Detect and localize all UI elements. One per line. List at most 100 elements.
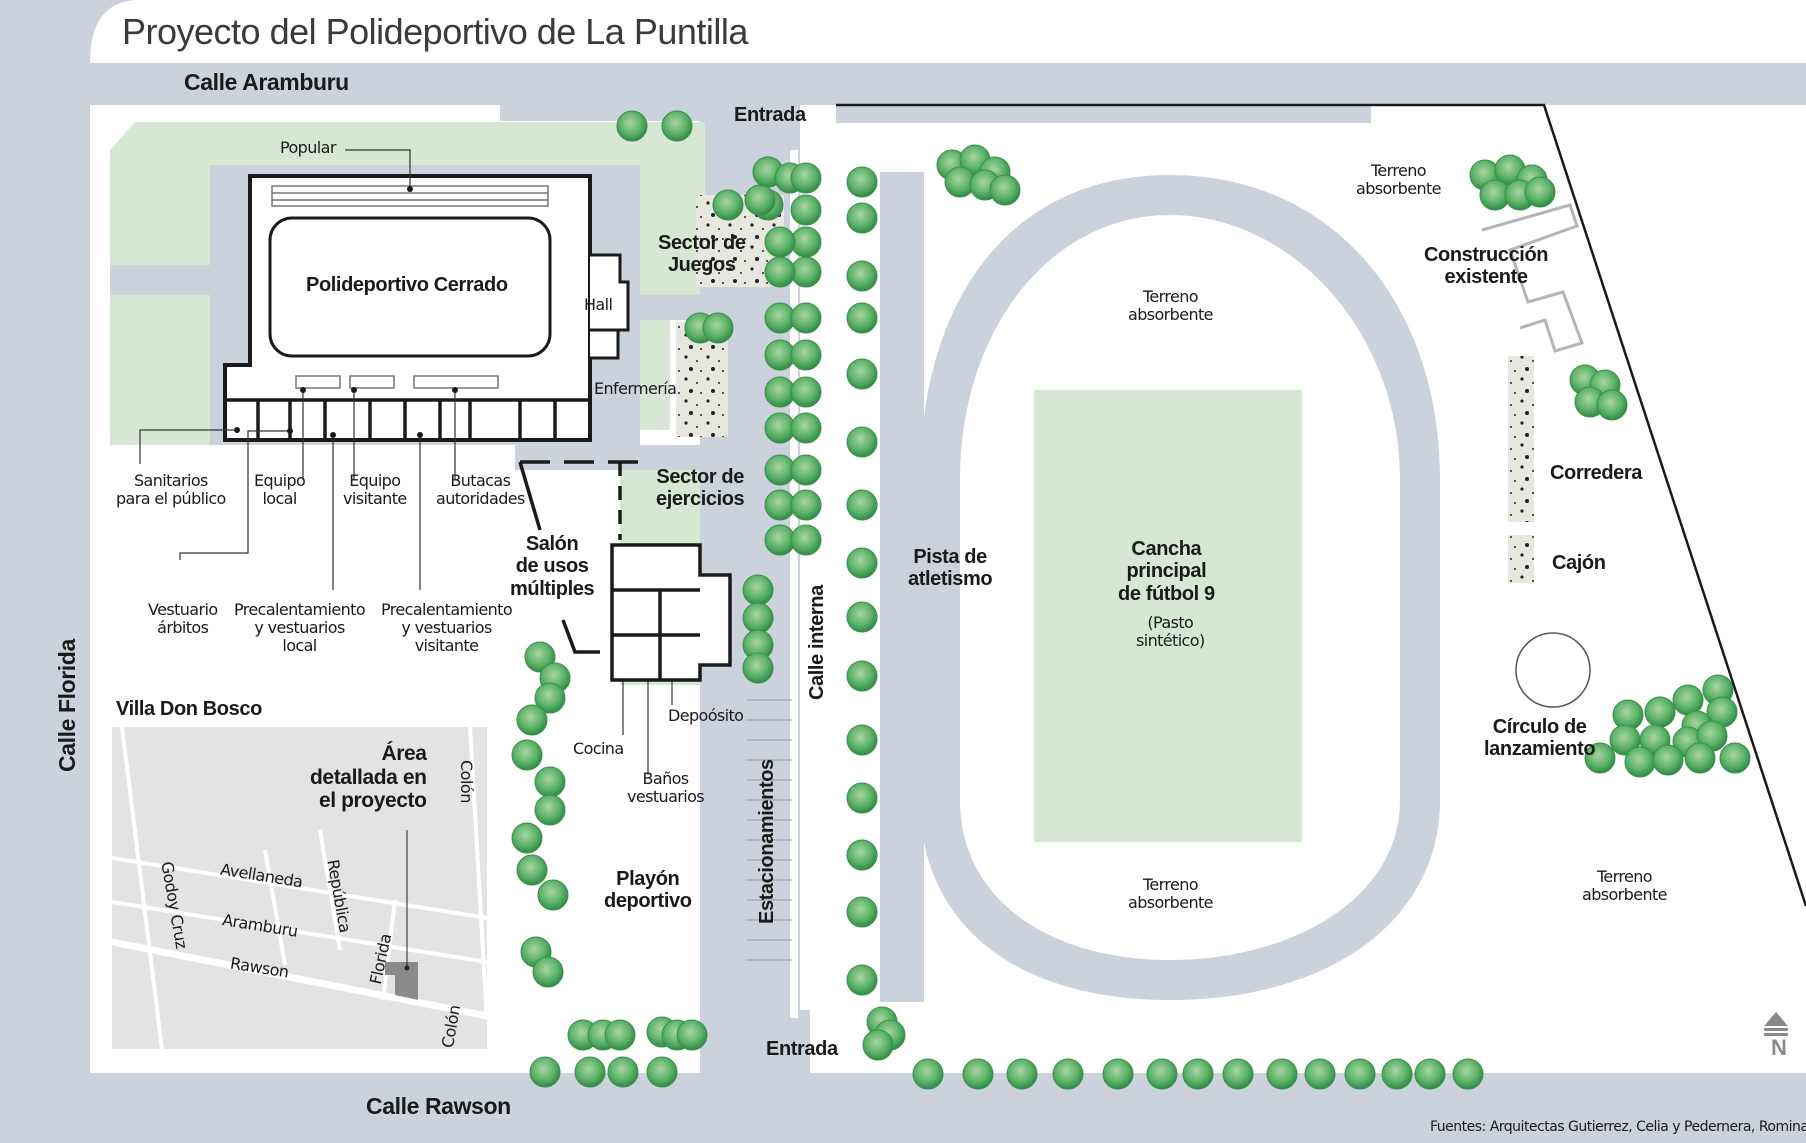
cancha-line-1: Cancha [1131,538,1202,560]
tree-icon [1719,742,1751,774]
terreno-line-1: Terreno [1596,867,1653,886]
sector-juegos-label: Sector de Juegos [658,232,746,277]
tree-icon [532,956,564,988]
tree-icon [1609,724,1641,756]
tree-icon [1414,1058,1446,1090]
tree-icon [702,312,734,344]
terreno-line-2: absorbente [1128,304,1214,324]
athletics-track-straight [880,172,924,1002]
tree-icon [607,1056,639,1088]
cancha-note: (Pasto sintético) [1136,614,1205,650]
corredera-area [1508,356,1534,522]
precal-local-line-1: Precalentamiento [234,600,366,619]
circulo-line-1: Círculo de [1492,716,1587,738]
terreno-line-2: absorbente [1356,178,1442,198]
salon-label: Salón de usos múltiples [510,533,595,600]
sector-ejercicios-line-2: ejercicios [656,488,745,511]
equipo-visitante-line-2: visitante [343,488,407,508]
tree-icon [790,339,822,371]
trees [511,110,1751,1090]
tree-icon [989,174,1021,206]
inset-area-label: Área detallada en el proyecto [310,742,427,813]
construccion-line-1: Construcción [1424,244,1549,266]
equipo-local-line-1: Equipo [254,471,306,490]
sector-ejercicios-label: Sector de ejercicios [656,466,745,511]
cancha-label: Cancha principal de fútbol 9 [1118,538,1215,605]
cancha-line-2: principal [1126,560,1207,583]
popular-callout: Popular [280,138,336,157]
precal-local-line-3: local [282,635,317,655]
tree-icon [846,896,878,928]
estacionamientos-label: Estacionamientos [756,759,778,924]
tree-icon [1146,1058,1178,1090]
precal-visitante-line-1: Precalentamiento [381,600,513,619]
tree-icon [846,782,878,814]
street-label-interna: Calle interna [806,585,828,700]
parking-lines [747,699,792,961]
sanitarios-line-1: Sanitarios [133,471,208,490]
tree-icon [1524,176,1556,208]
north-arrow-icon [1764,1012,1788,1036]
tree-icon [790,194,822,226]
vestuario-arbitros-line-2: árbitos [157,617,209,637]
tree-icon [846,489,878,521]
tree-icon [537,879,569,911]
tree-icon [1052,1058,1084,1090]
butacas-line-2: autoridades [436,488,525,508]
tree-icon [646,1056,678,1088]
street-label-florida: Calle Florida [54,639,80,772]
tree-icon [764,226,796,258]
tree-icon [846,302,878,334]
tree-icon [846,426,878,458]
tree-icon [742,602,774,634]
terreno-line-1: Terreno [1142,875,1199,894]
entrance-top-label: Entrada [734,104,806,126]
pista-line-1: Pista de [913,546,987,568]
cajon-label: Cajón [1552,552,1606,574]
tree-icon [846,358,878,390]
tree-icon [790,412,822,444]
tree-icon [846,660,878,692]
street-rawson [0,1073,1806,1143]
tree-icon [1684,742,1716,774]
inset-area-line-2: detallada en [310,765,427,789]
inset-area-line-3: el proyecto [318,789,427,813]
football-pitch [1034,390,1302,842]
inset-map [111,726,489,1050]
throwing-circle [1515,632,1591,708]
inset-area-line-1: Área [381,742,427,765]
cancha-note-line-1: (Pasto [1147,613,1194,632]
sector-ejercicios-line-1: Sector de [656,466,744,488]
salon-line-3: múltiples [510,577,595,600]
tree-icon [846,166,878,198]
tree-icon [1222,1058,1254,1090]
tree-icon [846,724,878,756]
terreno-line-1: Terreno [1370,161,1427,180]
entrance-bottom-label: Entrada [766,1038,838,1060]
tree-icon [534,794,566,826]
tree-icon [604,1019,636,1051]
banos-line-1: Baños [642,769,689,788]
tree-icon [764,256,796,288]
tree-icon [962,1058,994,1090]
cancha-line-3: de fútbol 9 [1118,582,1215,605]
precal-visitante-line-3: visitante [414,635,479,655]
playon-label: Playón deportivo [604,868,692,913]
tree-icon [742,574,774,606]
tree-icon [516,704,548,736]
tree-icon [790,454,822,486]
tree-icon [846,260,878,292]
tree-icon [1644,696,1676,728]
tree-icon [1596,389,1628,421]
tree-icon [846,839,878,871]
